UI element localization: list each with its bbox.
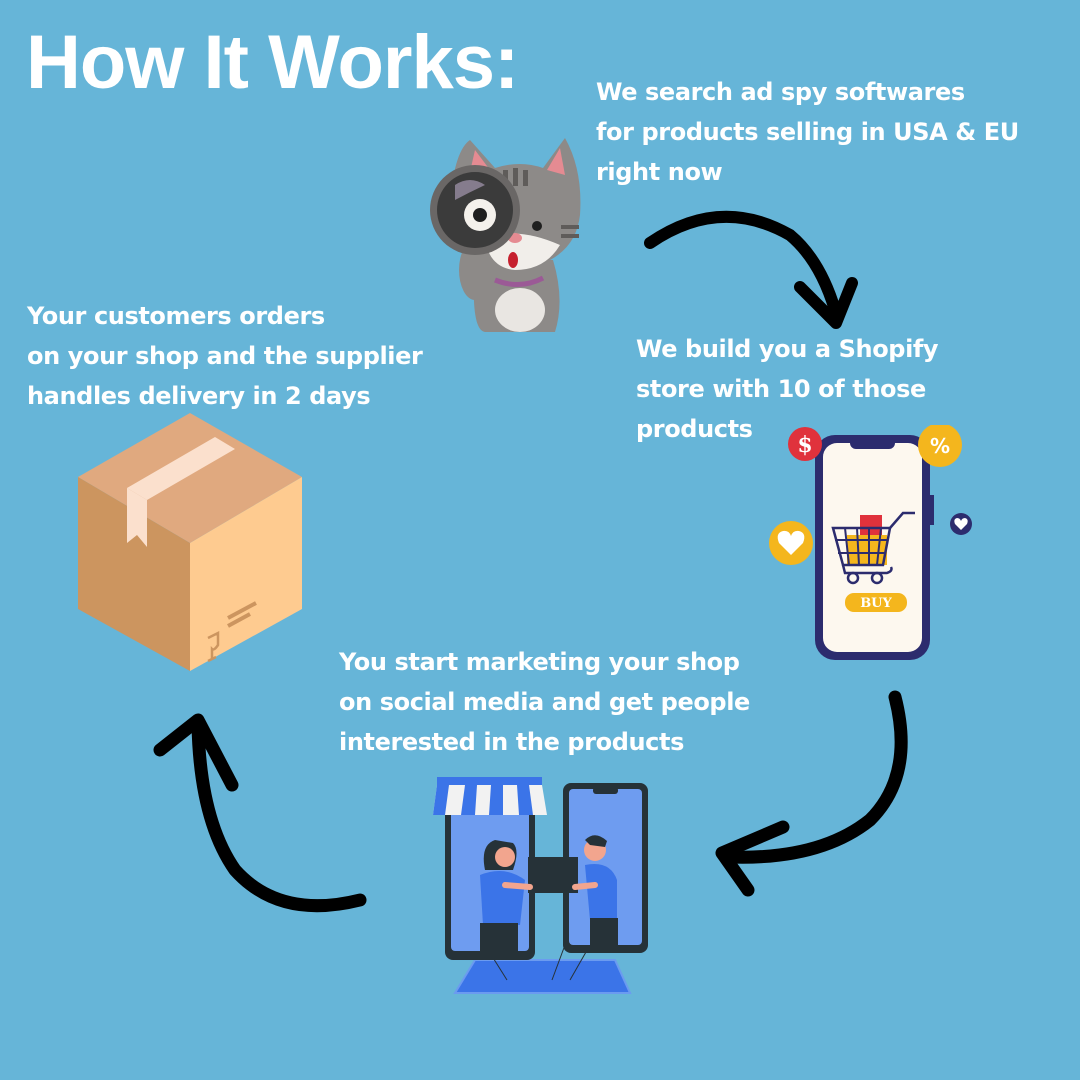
cardboard-box-icon [78, 413, 303, 673]
step-marketing-text: You start marketing your shop on social … [339, 642, 750, 762]
step-line: store with 10 of those [636, 375, 926, 403]
step-line: on social media and get people [339, 688, 750, 716]
step-line: right now [596, 158, 723, 186]
step-build-store-text: We build you a Shopify store with 10 of … [636, 329, 939, 449]
step-line: on your shop and the supplier [27, 342, 423, 370]
phone-shopping-cart-icon: BUY $ % [765, 425, 980, 665]
step-search-text: We search ad spy softwares for products … [596, 72, 1019, 192]
step-line: products [636, 415, 753, 443]
step-line: interested in the products [339, 728, 684, 756]
step-line: We search ad spy softwares [596, 78, 965, 106]
step-line: handles delivery in 2 days [27, 382, 371, 410]
step-line: Your customers orders [27, 302, 325, 330]
step-line: You start marketing your shop [339, 648, 740, 676]
arrow-build-to-marketing-icon [700, 685, 920, 900]
step-line: for products selling in USA & EU [596, 118, 1019, 146]
arrow-marketing-to-delivery-icon [150, 705, 375, 915]
dollar-badge-icon: $ [797, 432, 812, 458]
page-title: How It Works: [26, 20, 519, 105]
arrow-search-to-build-icon [640, 205, 860, 330]
percent-badge-icon: % [930, 434, 950, 458]
step-delivery-text: Your customers orders on your shop and t… [27, 296, 423, 416]
cat-with-magnifying-glass-icon [425, 130, 595, 335]
online-store-handoff-icon [425, 775, 655, 1000]
step-line: We build you a Shopify [636, 335, 939, 363]
buy-label: BUY [860, 596, 892, 611]
